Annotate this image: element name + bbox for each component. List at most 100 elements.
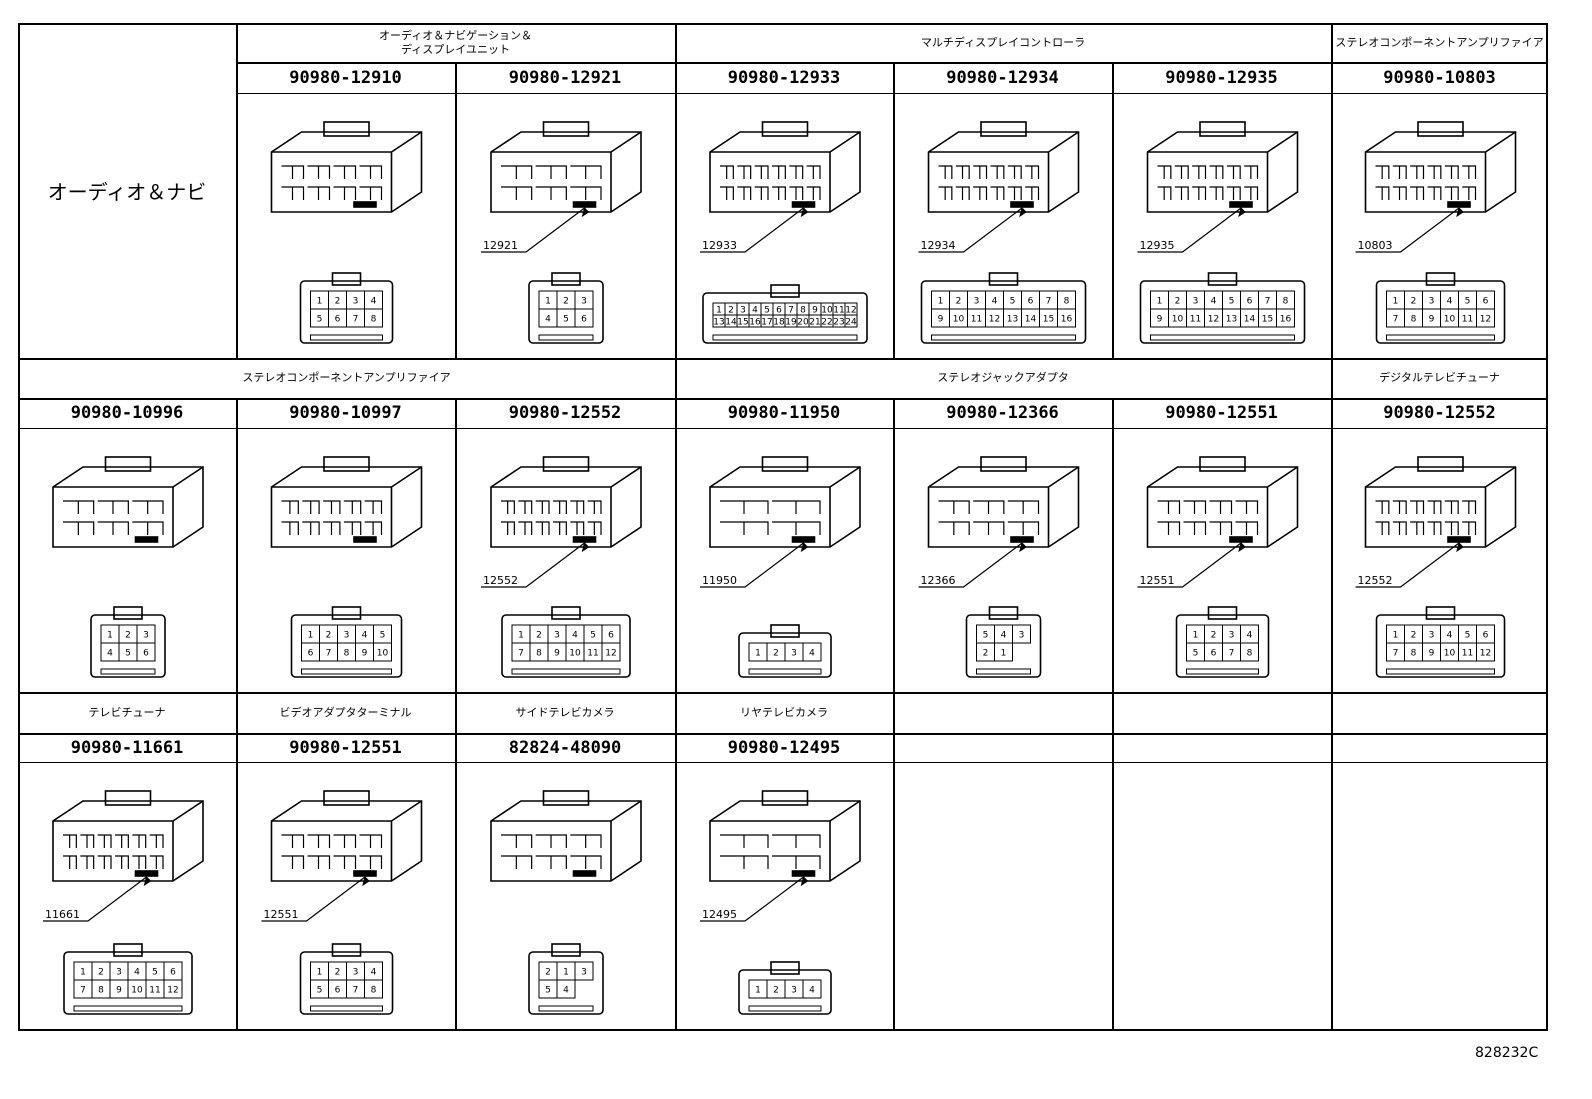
pin-number: 2 bbox=[1175, 297, 1181, 307]
column-divider bbox=[1331, 692, 1333, 733]
pin-number: 10 bbox=[1444, 315, 1456, 325]
row-divider bbox=[18, 733, 1548, 735]
pin-number: 7 bbox=[353, 986, 359, 996]
pin-number: 2 bbox=[335, 968, 341, 978]
group-header bbox=[1112, 692, 1331, 733]
part-number: 90980-11950 bbox=[727, 403, 841, 423]
pin-number: 6 bbox=[308, 649, 314, 659]
pin-number: 15 bbox=[1043, 315, 1054, 325]
pin-number: 2 bbox=[326, 631, 332, 641]
pin-number: 4 bbox=[134, 968, 140, 978]
connector-isometric-drawing bbox=[1137, 121, 1299, 253]
connector-callout-label: 12551 bbox=[1140, 574, 1175, 587]
row-divider bbox=[18, 428, 1548, 429]
pin-number: 2 bbox=[983, 649, 989, 659]
pin-number: 10 bbox=[1172, 315, 1184, 325]
pin-number: 4 bbox=[1447, 297, 1453, 307]
pin-number: 18 bbox=[773, 318, 785, 328]
pin-number: 9 bbox=[554, 649, 560, 659]
pin-number: 8 bbox=[98, 986, 104, 996]
pin-number: 6 bbox=[1247, 297, 1253, 307]
pin-number: 14 bbox=[725, 318, 737, 328]
pin-number: 9 bbox=[812, 306, 818, 316]
part-number: 90980-12495 bbox=[727, 737, 841, 758]
pin-number: 17 bbox=[761, 318, 772, 328]
column-divider bbox=[455, 62, 457, 358]
pin-number: 12 bbox=[1480, 649, 1491, 659]
pin-number: 8 bbox=[1283, 297, 1289, 307]
pin-number: 11 bbox=[971, 315, 982, 325]
pin-number: 6 bbox=[335, 986, 341, 996]
pin-number: 1 bbox=[1393, 297, 1399, 307]
pin-number: 10 bbox=[569, 649, 581, 659]
pin-number: 8 bbox=[1411, 315, 1417, 325]
pin-number: 2 bbox=[125, 631, 131, 641]
pin-number: 1 bbox=[755, 986, 761, 996]
column-divider bbox=[675, 23, 677, 62]
pin-number: 5 bbox=[545, 986, 551, 996]
pin-number: 5 bbox=[317, 315, 323, 325]
pin-number: 4 bbox=[752, 306, 758, 316]
connector-callout-label: 12935 bbox=[1140, 239, 1175, 252]
pin-number: 21 bbox=[809, 318, 820, 328]
pin-number: 3 bbox=[1193, 297, 1199, 307]
group-header: テレビチューナ bbox=[88, 705, 166, 719]
pin-number: 8 bbox=[800, 306, 806, 316]
connector-isometric-drawing bbox=[270, 456, 423, 548]
pin-number: 11 bbox=[833, 306, 844, 316]
pin-number: 2 bbox=[98, 968, 104, 978]
part-number: 90980-12933 bbox=[727, 67, 841, 88]
pin-number: 5 bbox=[1229, 297, 1235, 307]
pin-number: 4 bbox=[809, 986, 815, 996]
pin-number: 1 bbox=[317, 297, 323, 307]
pin-number: 5 bbox=[1010, 297, 1016, 307]
column-divider bbox=[455, 398, 457, 692]
pin-number: 6 bbox=[1483, 297, 1489, 307]
pin-number: 8 bbox=[1247, 649, 1253, 659]
connector-callout-label: 12921 bbox=[483, 239, 518, 252]
pin-number: 3 bbox=[143, 631, 149, 641]
connector-isometric-drawing bbox=[918, 456, 1080, 588]
column-divider bbox=[893, 692, 895, 733]
part-number: 90980-12551 bbox=[1165, 403, 1278, 423]
pin-number: 4 bbox=[107, 649, 113, 659]
pin-number: 10 bbox=[821, 306, 833, 316]
pin-number: 3 bbox=[581, 968, 587, 978]
pin-number: 20 bbox=[797, 318, 809, 328]
pin-number: 15 bbox=[737, 318, 748, 328]
pin-number: 24 bbox=[845, 318, 857, 328]
column-divider bbox=[675, 398, 677, 692]
connector-isometric-drawing bbox=[52, 456, 204, 548]
column-divider bbox=[1112, 692, 1114, 733]
part-number: 90980-10997 bbox=[289, 403, 402, 423]
pin-number: 1 bbox=[317, 968, 323, 978]
pin-number: 3 bbox=[353, 297, 359, 307]
pin-number: 10 bbox=[953, 315, 965, 325]
pin-number: 2 bbox=[956, 297, 962, 307]
pin-number: 12 bbox=[167, 986, 178, 996]
row-divider bbox=[18, 692, 1548, 694]
connector-isometric-drawing bbox=[700, 456, 861, 588]
connector-isometric-drawing bbox=[700, 121, 861, 253]
pin-number: 2 bbox=[773, 986, 779, 996]
